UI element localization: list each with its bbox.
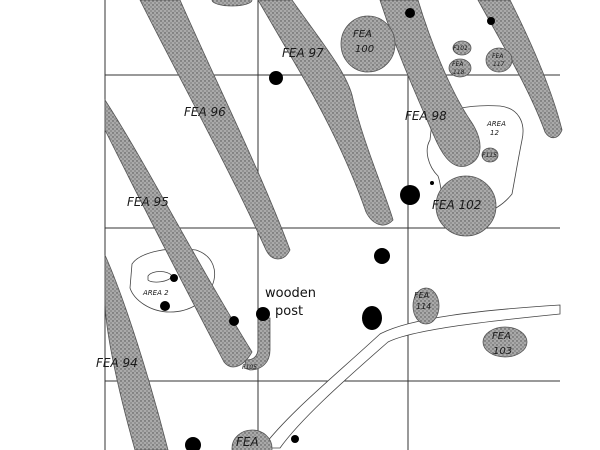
feature-103 xyxy=(482,326,528,358)
label-fea-97: FEA 97 xyxy=(282,46,324,60)
post-hole xyxy=(400,185,420,205)
label-f105: F105 xyxy=(242,364,257,371)
label-fea-118-num: 118 xyxy=(453,69,465,76)
feature-100 xyxy=(340,15,396,73)
label-fea-100-top: FEA xyxy=(353,29,372,40)
label-fea-95: FEA 95 xyxy=(127,195,169,209)
label-fea-117-num: 117 xyxy=(493,61,505,68)
label-wooden-post-line2: post xyxy=(275,304,303,319)
label-fea-94: FEA 94 xyxy=(96,356,138,370)
drainage-channel xyxy=(261,304,561,449)
label-fea-103-top: FEA xyxy=(492,331,511,342)
label-fea-100-num: 100 xyxy=(355,44,374,55)
label-wooden-post-line1: wooden xyxy=(265,286,316,301)
post-hole xyxy=(430,181,434,185)
label-fea-98: FEA 98 xyxy=(405,109,447,123)
label-fea-103-num: 103 xyxy=(493,346,512,357)
feature-top xyxy=(211,0,253,7)
post-hole xyxy=(229,316,239,326)
label-fea-96: FEA 96 xyxy=(184,105,226,119)
label-fea-114-num: 114 xyxy=(416,302,431,311)
feature-94 xyxy=(104,254,169,450)
label-f115: F115 xyxy=(482,152,497,159)
feature-96 xyxy=(139,0,291,260)
feature-105 xyxy=(243,317,271,371)
post-hole xyxy=(291,435,299,443)
feature-101 xyxy=(452,40,472,56)
post-hole xyxy=(487,17,495,25)
label-fea-114-top: FEA xyxy=(414,291,429,300)
label-fea-118-top: FEA xyxy=(452,61,463,68)
post-hole xyxy=(374,248,390,264)
post-hole xyxy=(160,301,170,311)
label-fea-102: FEA 102 xyxy=(432,198,481,212)
post-hole xyxy=(269,71,283,85)
label-area-12-top: AREA xyxy=(486,120,506,128)
feature-95 xyxy=(104,98,253,368)
wooden-post xyxy=(256,307,270,321)
feature-115 xyxy=(481,147,499,163)
feature-bottom xyxy=(231,429,273,450)
feature-117 xyxy=(485,47,513,73)
feature-102 xyxy=(435,175,497,237)
post-holes xyxy=(160,8,495,450)
feature-114 xyxy=(412,287,440,325)
post-hole xyxy=(185,437,201,450)
feature-labels: FEA 94 FEA 95 FEA 96 FEA 97 FEA 98 FEA 1… xyxy=(96,29,512,449)
label-fea-117-top: FEA xyxy=(492,53,503,60)
feature-118 xyxy=(448,58,472,78)
label-area-2: AREA 2 xyxy=(142,289,169,297)
post-hole xyxy=(405,8,415,18)
post-hole xyxy=(362,306,382,330)
label-fea-bottom: FEA xyxy=(236,435,259,449)
post-hole xyxy=(170,274,178,282)
label-f101: F101 xyxy=(453,45,468,52)
feature-97 xyxy=(257,0,394,226)
feature-98 xyxy=(379,0,481,167)
label-area-12-num: 12 xyxy=(490,129,499,137)
